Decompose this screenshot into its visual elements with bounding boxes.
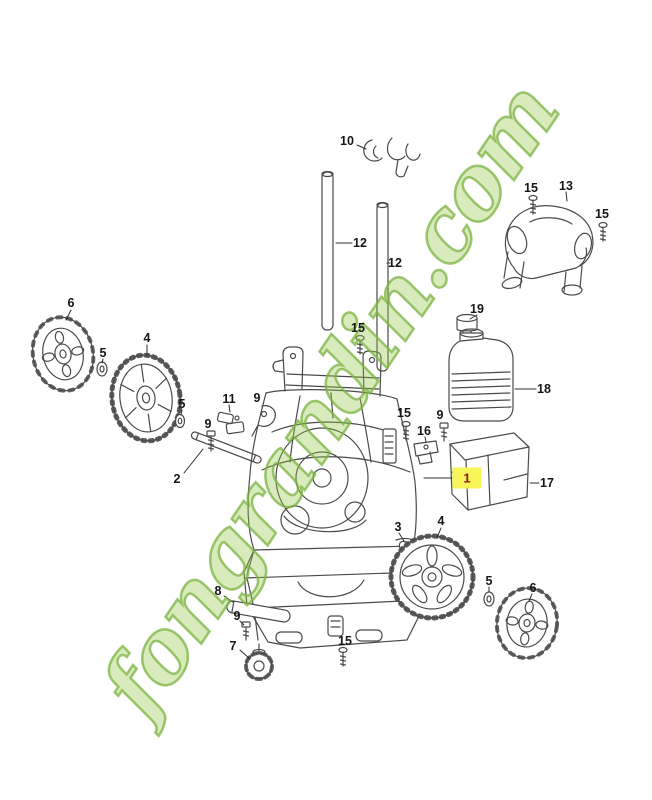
part-15-screw-c	[355, 334, 365, 355]
part-callout-7: 7	[229, 638, 237, 653]
part-callout-5: 5	[485, 573, 493, 588]
part-callout-11: 11	[222, 391, 236, 406]
part-9-clip	[251, 405, 276, 437]
part-callout-12: 12	[388, 255, 402, 270]
part-callout-9: 9	[436, 407, 444, 422]
part-16-bracket	[413, 440, 439, 465]
part-15-screw-a	[528, 194, 538, 215]
part-11-bracket	[216, 411, 245, 435]
part-callout-15: 15	[524, 180, 538, 195]
part-6-hubcap-left	[30, 315, 96, 393]
part-callout-9: 9	[204, 416, 212, 431]
part-callout-3: 3	[394, 519, 402, 534]
part-callout-4: 4	[437, 513, 445, 528]
part-9-screw-b	[439, 422, 449, 442]
part-12-tube-right	[376, 201, 389, 372]
part-10-clamps	[363, 137, 421, 178]
part-callout-12: 12	[353, 235, 367, 250]
part-8-grip-tube	[226, 600, 291, 623]
part-5-washer-b	[174, 413, 186, 429]
part-callout-15: 15	[595, 206, 609, 221]
part-callout-15: 15	[338, 633, 352, 648]
part-callout-2: 2	[173, 471, 181, 486]
part-callout-18: 18	[537, 381, 551, 396]
part-6-hubcap-right	[494, 586, 560, 660]
part-callout-5: 5	[178, 396, 186, 411]
part-12-tube-left	[321, 170, 334, 331]
part-15-screw-d	[401, 420, 411, 441]
part-4-wheel-right	[388, 533, 476, 621]
part-callout-5: 5	[99, 345, 107, 360]
part-callout-1: 1	[452, 467, 482, 489]
part-18-oil-bottle	[448, 328, 514, 422]
part-callout-6: 6	[529, 580, 537, 595]
part-callout-19: 19	[470, 301, 484, 316]
part-callout-6: 6	[67, 295, 75, 310]
part-7-knob	[244, 643, 274, 681]
part-9-screw-c	[241, 621, 251, 641]
part-callout-9: 9	[253, 390, 261, 405]
part-callout-13: 13	[559, 178, 573, 193]
part-callout-15: 15	[397, 405, 411, 420]
part-15-screw-b	[598, 221, 608, 242]
part-callout-17: 17	[540, 475, 554, 490]
part-15-screw-e	[338, 646, 348, 667]
part-callout-8: 8	[214, 583, 222, 598]
leader-lines	[65, 144, 568, 660]
part-13-handle-bracket	[501, 205, 594, 296]
part-9-screw-a	[206, 430, 216, 452]
part-callout-4: 4	[143, 330, 151, 345]
part-callout-16: 16	[417, 423, 431, 438]
part-callout-10: 10	[340, 133, 354, 148]
part-4-wheel-left	[109, 352, 183, 444]
part-callout-9: 9	[233, 608, 241, 623]
part-callout-15: 15	[351, 320, 365, 335]
